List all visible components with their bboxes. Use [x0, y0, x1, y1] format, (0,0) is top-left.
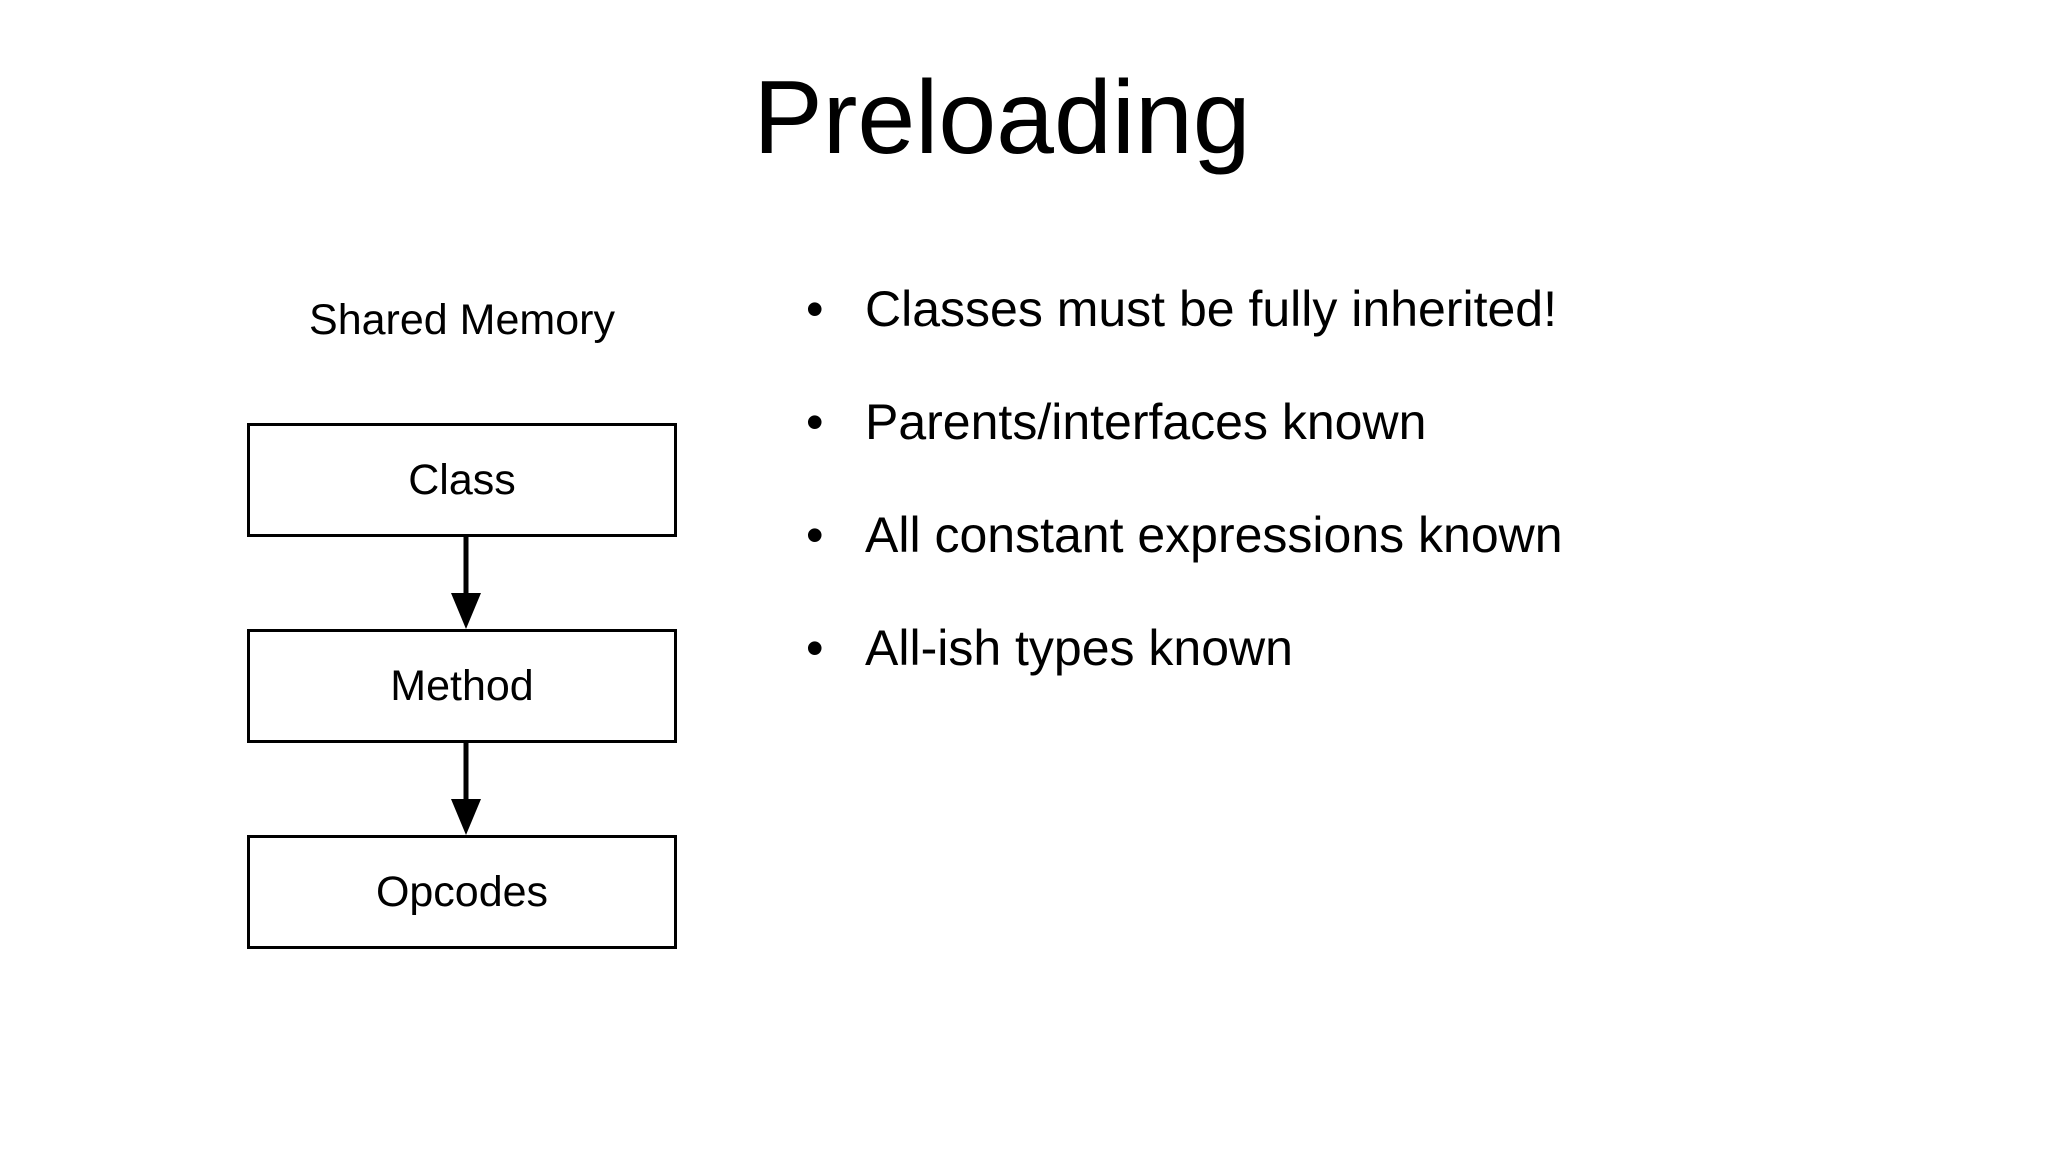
- list-item: • All-ish types known: [800, 617, 1980, 730]
- flow-box-label: Opcodes: [375, 867, 549, 916]
- arrow-class-to-method: [247, 537, 677, 630]
- flow-box-opcodes: Opcodes: [247, 835, 677, 950]
- bullet-marker-icon: •: [806, 620, 824, 676]
- bullet-marker-icon: •: [806, 507, 824, 563]
- list-item: • Classes must be fully inherited!: [800, 278, 1980, 391]
- flow-box-label: Method: [390, 661, 534, 710]
- bullet-marker-icon: •: [806, 281, 824, 337]
- list-item: • Parents/interfaces known: [800, 391, 1980, 504]
- flow-box-method: Method: [247, 629, 677, 744]
- shared-memory-diagram: Shared Memory Class Method Opcodes: [247, 296, 677, 950]
- bullet-text: Parents/interfaces known: [865, 394, 1427, 450]
- flow-box-class: Class: [247, 423, 677, 538]
- flow-box-label: Class: [408, 455, 516, 504]
- list-item: • All constant expressions known: [800, 504, 1980, 617]
- bullet-list: • Classes must be fully inherited! • Par…: [800, 278, 1980, 730]
- bullet-text: All constant expressions known: [865, 507, 1563, 563]
- diagram-caption: Shared Memory: [309, 296, 615, 344]
- page-title: Preloading: [753, 60, 1251, 176]
- arrow-method-to-opcodes: [247, 743, 677, 836]
- bullet-marker-icon: •: [806, 394, 824, 450]
- bullet-text: Classes must be fully inherited!: [865, 281, 1557, 337]
- bullet-text: All-ish types known: [865, 620, 1293, 676]
